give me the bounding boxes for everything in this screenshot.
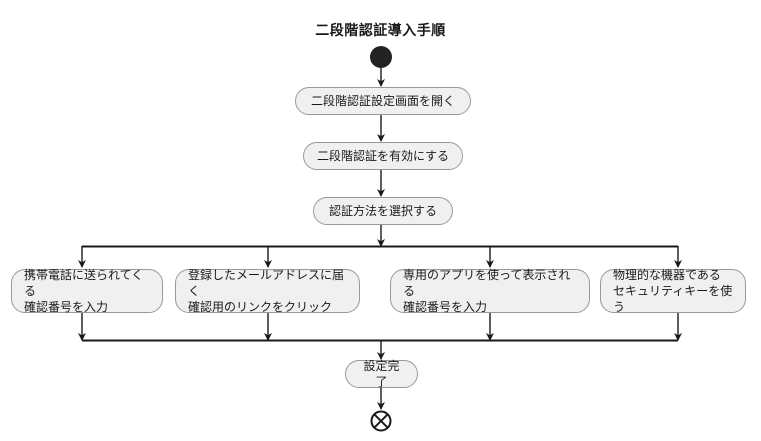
page-title: 二段階認証導入手順: [315, 22, 446, 38]
branch-security-key-label: 物理的な機器である セキュリティキーを使う: [613, 268, 733, 314]
step-open-settings[interactable]: 二段階認証設定画面を開く: [295, 87, 471, 115]
step-enable-2fa[interactable]: 二段階認証を有効にする: [303, 142, 463, 170]
branch-sms-label: 携帯電話に送られてくる 確認番号を入力: [24, 268, 144, 314]
branch-app[interactable]: 専用のアプリを使って表示される 確認番号を入力: [390, 268, 590, 314]
start-node-icon: [370, 46, 392, 68]
branch-email-label: 登録したメールアドレスに届く 確認用のリンクをクリック: [188, 268, 345, 314]
step-complete[interactable]: 設定完了: [345, 359, 418, 389]
branch-email[interactable]: 登録したメールアドレスに届く 確認用のリンクをクリック: [175, 268, 360, 314]
step-open-settings-label: 二段階認証設定画面を開く: [310, 94, 455, 108]
end-node-icon: [370, 410, 392, 432]
branch-app-label: 専用のアプリを使って表示される 確認番号を入力: [403, 268, 571, 314]
step-select-method[interactable]: 認証方法を選択する: [313, 197, 453, 225]
branch-security-key[interactable]: 物理的な機器である セキュリティキーを使う: [600, 268, 746, 314]
step-select-method-label: 認証方法を選択する: [328, 204, 437, 218]
step-enable-2fa-label: 二段階認証を有効にする: [316, 149, 450, 163]
branch-sms[interactable]: 携帯電話に送られてくる 確認番号を入力: [11, 268, 163, 314]
step-complete-label: 設定完了: [363, 359, 400, 389]
